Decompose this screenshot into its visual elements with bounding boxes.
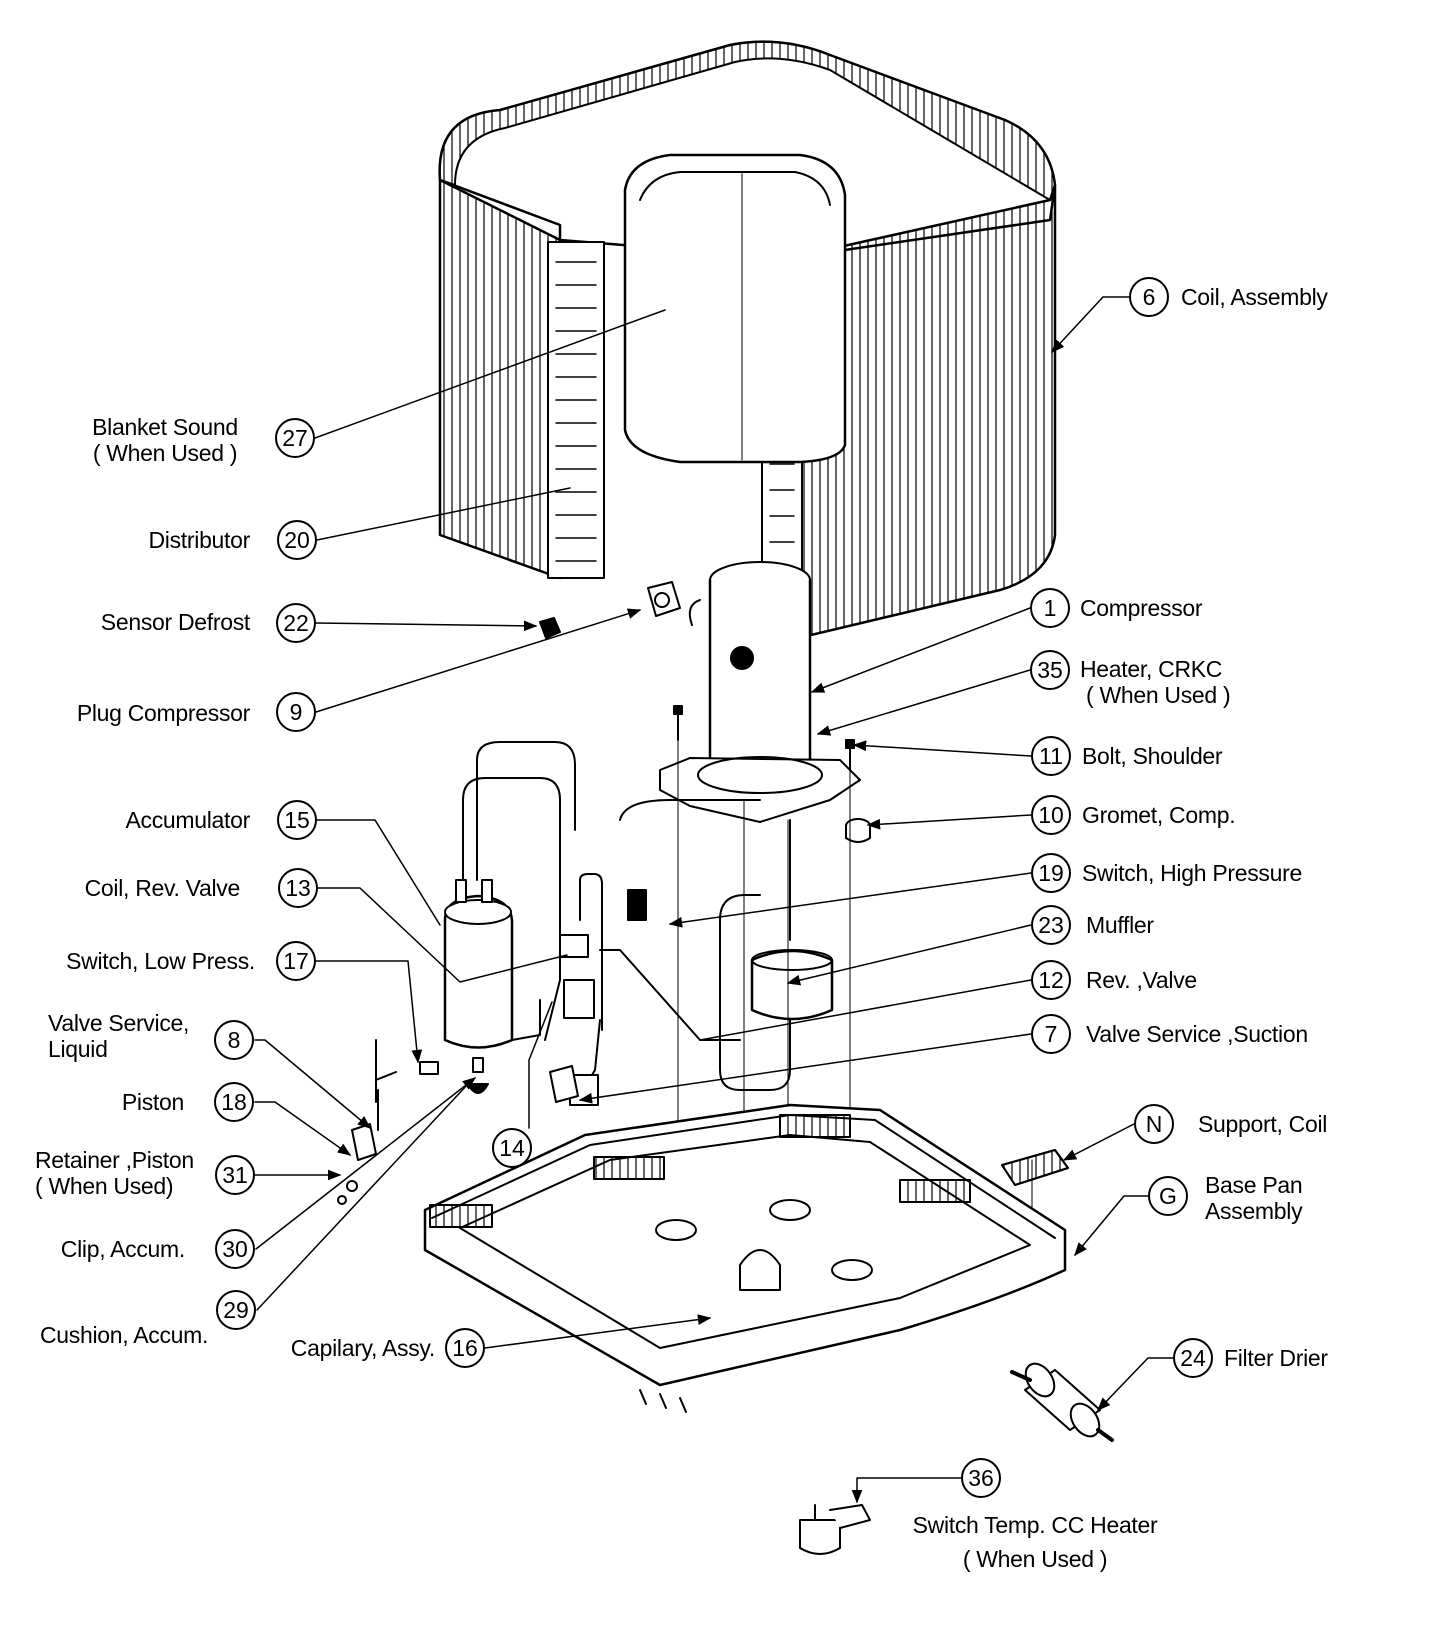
label-coil-rev-valve: Coil, Rev. Valve	[84, 875, 241, 901]
label-retainer-piston: Retainer ,Piston ( When Used)	[35, 1147, 194, 1199]
label-clip-accum: Clip, Accum.	[60, 1236, 186, 1262]
label-plug-compressor: Plug Compressor	[76, 700, 250, 726]
callout-23: 23	[1031, 905, 1071, 945]
label-sensor-defrost: Sensor Defrost	[100, 609, 251, 635]
label-blanket-sound: Blanket Sound ( When Used )	[70, 414, 260, 466]
label-support-coil: Support, Coil	[1198, 1111, 1328, 1137]
callout-10: 10	[1031, 795, 1071, 835]
callout-22: 22	[276, 603, 316, 643]
label-valve-service-suction: Valve Service ,Suction	[1086, 1021, 1308, 1047]
callout-24: 24	[1173, 1338, 1213, 1378]
callout-20: 20	[277, 520, 317, 560]
label-filter-drier: Filter Drier	[1224, 1345, 1328, 1371]
callout-6: 6	[1129, 277, 1169, 317]
label-gromet-comp: Gromet, Comp.	[1082, 802, 1236, 828]
callout-N: N	[1134, 1104, 1174, 1144]
label-valve-service-liquid: Valve Service, Liquid	[48, 1010, 189, 1062]
callout-29: 29	[216, 1290, 256, 1330]
label-retainer-piston-sub: ( When Used)	[35, 1173, 174, 1199]
label-blanket-sound-main: Blanket Sound	[92, 414, 238, 440]
callout-19: 19	[1031, 853, 1071, 893]
label-bolt-shoulder: Bolt, Shoulder	[1082, 743, 1223, 769]
callout-27: 27	[275, 418, 315, 458]
callout-13: 13	[278, 868, 318, 908]
label-distributor: Distributor	[148, 527, 250, 553]
callout-18: 18	[214, 1082, 254, 1122]
label-base-pan-assembly-sub: Assembly	[1205, 1198, 1303, 1224]
callout-30: 30	[215, 1229, 255, 1269]
accumulator-drawing	[443, 741, 576, 1094]
callout-14: 14	[492, 1128, 532, 1168]
label-coil-assembly: Coil, Assembly	[1181, 284, 1328, 310]
label-rev-valve: Rev. ,Valve	[1086, 967, 1197, 993]
label-switch-high-pressure: Switch, High Pressure	[1082, 860, 1302, 886]
label-switch-low-press: Switch, Low Press.	[66, 948, 255, 974]
label-muffler: Muffler	[1086, 912, 1154, 938]
base-pan-drawing	[423, 1103, 1067, 1413]
label-blanket-sound-sub: ( When Used )	[92, 440, 238, 466]
label-retainer-piston-main: Retainer ,Piston	[35, 1147, 194, 1173]
label-cushion-accum: Cushion, Accum.	[40, 1322, 209, 1348]
blanket-sound-drawing	[623, 153, 847, 464]
label-valve-service-liquid-main: Valve Service,	[48, 1010, 190, 1036]
label-heater-crkc-main: Heater, CRKC	[1080, 656, 1223, 682]
muffler-drawing	[719, 819, 834, 1091]
callout-7: 7	[1031, 1014, 1071, 1054]
label-piston: Piston	[121, 1089, 184, 1115]
mount-plate-drawing	[659, 705, 871, 843]
callout-11: 11	[1031, 736, 1071, 776]
label-heater-crkc: Heater, CRKC ( When Used )	[1080, 656, 1231, 708]
leader-lines	[254, 296, 1174, 1504]
label-valve-service-liquid-sub: Liquid	[48, 1036, 108, 1062]
callout-36: 36	[961, 1458, 1001, 1498]
callout-G: G	[1148, 1176, 1188, 1216]
callout-12: 12	[1031, 960, 1071, 1000]
label-compressor: Compressor	[1080, 595, 1203, 621]
callout-31: 31	[215, 1155, 255, 1195]
callout-35: 35	[1030, 650, 1070, 690]
reversing-valve-drawing	[559, 799, 761, 1106]
label-heater-crkc-sub: ( When Used )	[1086, 682, 1231, 708]
support-coil-drawing	[1001, 1149, 1069, 1186]
label-switch-temp-cc-heater-sub: ( When Used )	[962, 1546, 1108, 1572]
filter-drier-drawing	[1010, 1362, 1114, 1442]
callout-15: 15	[277, 800, 317, 840]
callout-9: 9	[276, 692, 316, 732]
callout-16: 16	[445, 1328, 485, 1368]
temp-switch-drawing	[799, 1504, 871, 1555]
label-capilary-assy: Capilary, Assy.	[290, 1335, 436, 1361]
label-base-pan-assembly: Base Pan Assembly	[1205, 1172, 1303, 1224]
compressor-drawing	[688, 561, 812, 792]
label-switch-temp-cc-heater: Switch Temp. CC Heater ( When Used )	[895, 1512, 1175, 1572]
label-accumulator: Accumulator	[125, 807, 250, 833]
label-switch-temp-cc-heater-main: Switch Temp. CC Heater	[912, 1512, 1158, 1538]
callout-1: 1	[1030, 588, 1070, 628]
callout-17: 17	[276, 941, 316, 981]
label-base-pan-assembly-main: Base Pan	[1205, 1172, 1303, 1198]
callout-8: 8	[214, 1020, 254, 1060]
